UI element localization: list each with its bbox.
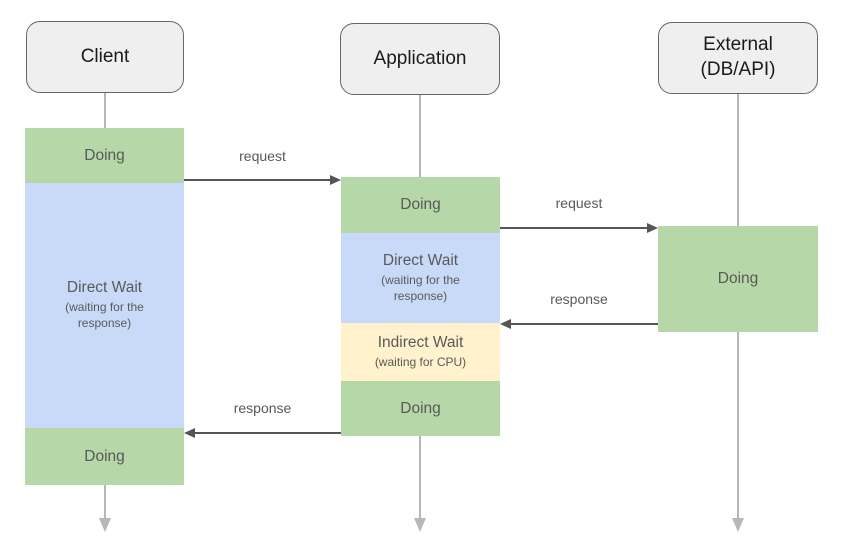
activity-client-doing-2: Doing: [25, 428, 184, 485]
lifeline-application-arrow-icon: [414, 518, 426, 532]
lifeline-application-lower: [419, 436, 421, 518]
lifeline-external-lower: [737, 332, 739, 518]
activity-title: Doing: [717, 270, 759, 287]
lifeline-client-arrow-icon: [99, 518, 111, 532]
actor-application-label: Application: [373, 47, 467, 69]
actor-application: Application: [340, 23, 500, 95]
actor-external-label-line2: (DB/API): [700, 59, 776, 80]
activity-application-doing-1: Doing: [341, 177, 500, 233]
activity-subtitle: (waiting for the response): [65, 300, 144, 330]
message-arrow-request-1: [184, 179, 330, 181]
lifeline-external-upper: [737, 94, 739, 226]
activity-application-doing-2: Doing: [341, 381, 500, 436]
lifeline-client-upper: [104, 93, 106, 128]
arrowhead-left-icon: [184, 428, 195, 438]
activity-application-indirect-wait: Indirect Wait (waiting for CPU): [341, 323, 500, 381]
arrowhead-left-icon: [500, 319, 511, 329]
arrowhead-right-icon: [647, 223, 658, 233]
activity-client-doing-1: Doing: [25, 128, 184, 183]
activity-title: Direct Wait: [382, 251, 459, 269]
activity-title: Indirect Wait: [377, 333, 464, 351]
activity-subtitle: (waiting for CPU): [374, 354, 467, 369]
message-label-request-2: request: [555, 195, 603, 211]
activity-application-direct-wait: Direct Wait (waiting for the response): [341, 233, 500, 323]
message-label-response-1: response: [550, 291, 608, 307]
actor-client-label: Client: [80, 45, 130, 67]
message-arrow-request-2: [500, 227, 647, 229]
message-label-response-2: response: [233, 400, 292, 416]
actor-external-label-line1: External: [703, 34, 773, 56]
lifeline-client-lower: [104, 485, 106, 518]
arrowhead-right-icon: [330, 175, 341, 185]
actor-client: Client: [26, 21, 184, 93]
message-label-request-1: request: [239, 148, 286, 164]
activity-subtitle: (waiting for the response): [381, 272, 460, 303]
activity-title: Doing: [400, 399, 441, 417]
activity-title: Direct Wait: [66, 279, 143, 297]
lifeline-application-upper: [419, 95, 421, 177]
lifeline-external-arrow-icon: [732, 518, 744, 532]
activity-title: Doing: [84, 146, 125, 164]
message-arrow-response-2: [195, 432, 341, 434]
activity-client-direct-wait: Direct Wait (waiting for the response): [25, 183, 184, 428]
activity-title: Doing: [400, 196, 441, 213]
message-arrow-response-1: [511, 323, 658, 325]
activity-title: Doing: [84, 447, 125, 465]
activity-external-doing: Doing: [658, 226, 818, 332]
actor-external: External (DB/API): [658, 22, 818, 94]
